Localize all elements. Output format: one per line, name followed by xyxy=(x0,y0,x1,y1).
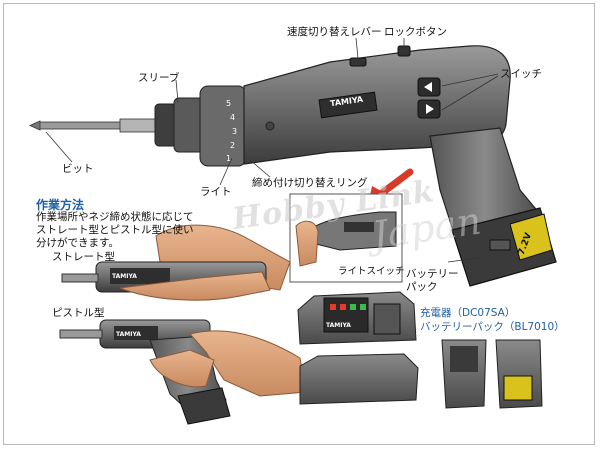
svg-text:1: 1 xyxy=(226,154,231,163)
battery-packs-illustration xyxy=(441,339,543,409)
svg-text:3: 3 xyxy=(232,127,237,136)
usage-heading: 作業方法 xyxy=(36,198,85,212)
label-torque-ring: 締め付け切り替えリング xyxy=(252,177,368,189)
brand-text-pistol: TAMIYA xyxy=(116,331,141,338)
pistol-type-illustration xyxy=(59,319,307,425)
svg-text:4: 4 xyxy=(230,113,235,122)
brand-text-charger: TAMIYA xyxy=(326,322,351,329)
svg-text:5: 5 xyxy=(226,99,231,108)
label-battery-pack-line1: バッテリー xyxy=(406,268,459,280)
usage-line-1: 作業場所やネジ締め状態に応じて xyxy=(36,211,194,223)
driver-main: 5 4 3 2 1 xyxy=(29,45,557,287)
label-light: ライト xyxy=(200,186,232,198)
label-switch: スイッチ xyxy=(500,68,542,80)
usage-line-3: 分けができます。 xyxy=(36,237,119,249)
label-battery-model: バッテリーパック（BL7010） xyxy=(420,321,565,333)
straight-type-illustration xyxy=(61,224,291,301)
label-battery-pack-line2: パック xyxy=(406,281,438,293)
label-bit: ビット xyxy=(62,163,94,175)
brand-plate xyxy=(318,91,378,119)
image-frame xyxy=(3,3,595,445)
light-switch-inset xyxy=(289,193,403,283)
svg-text:2: 2 xyxy=(230,141,235,150)
label-straight-type: ストレート型 xyxy=(52,251,115,263)
label-sleeve: スリーブ xyxy=(138,72,180,84)
label-charger: 充電器（DC07SA） xyxy=(420,307,516,319)
torque-ring-shape xyxy=(199,85,247,167)
label-pistol-type: ピストル型 xyxy=(52,307,105,319)
label-lock-button: ロックボタン xyxy=(384,26,447,38)
label-speed-lever: 速度切り替えレバー xyxy=(287,26,382,38)
brand-text-straight: TAMIYA xyxy=(112,273,137,280)
leader-lines xyxy=(45,37,499,263)
charger-illustration xyxy=(297,291,419,405)
usage-line-2: ストレート型とピストル型に使い xyxy=(36,224,194,236)
label-light-switch: ライトスイッチ xyxy=(338,266,405,277)
bit-tip xyxy=(29,120,41,131)
